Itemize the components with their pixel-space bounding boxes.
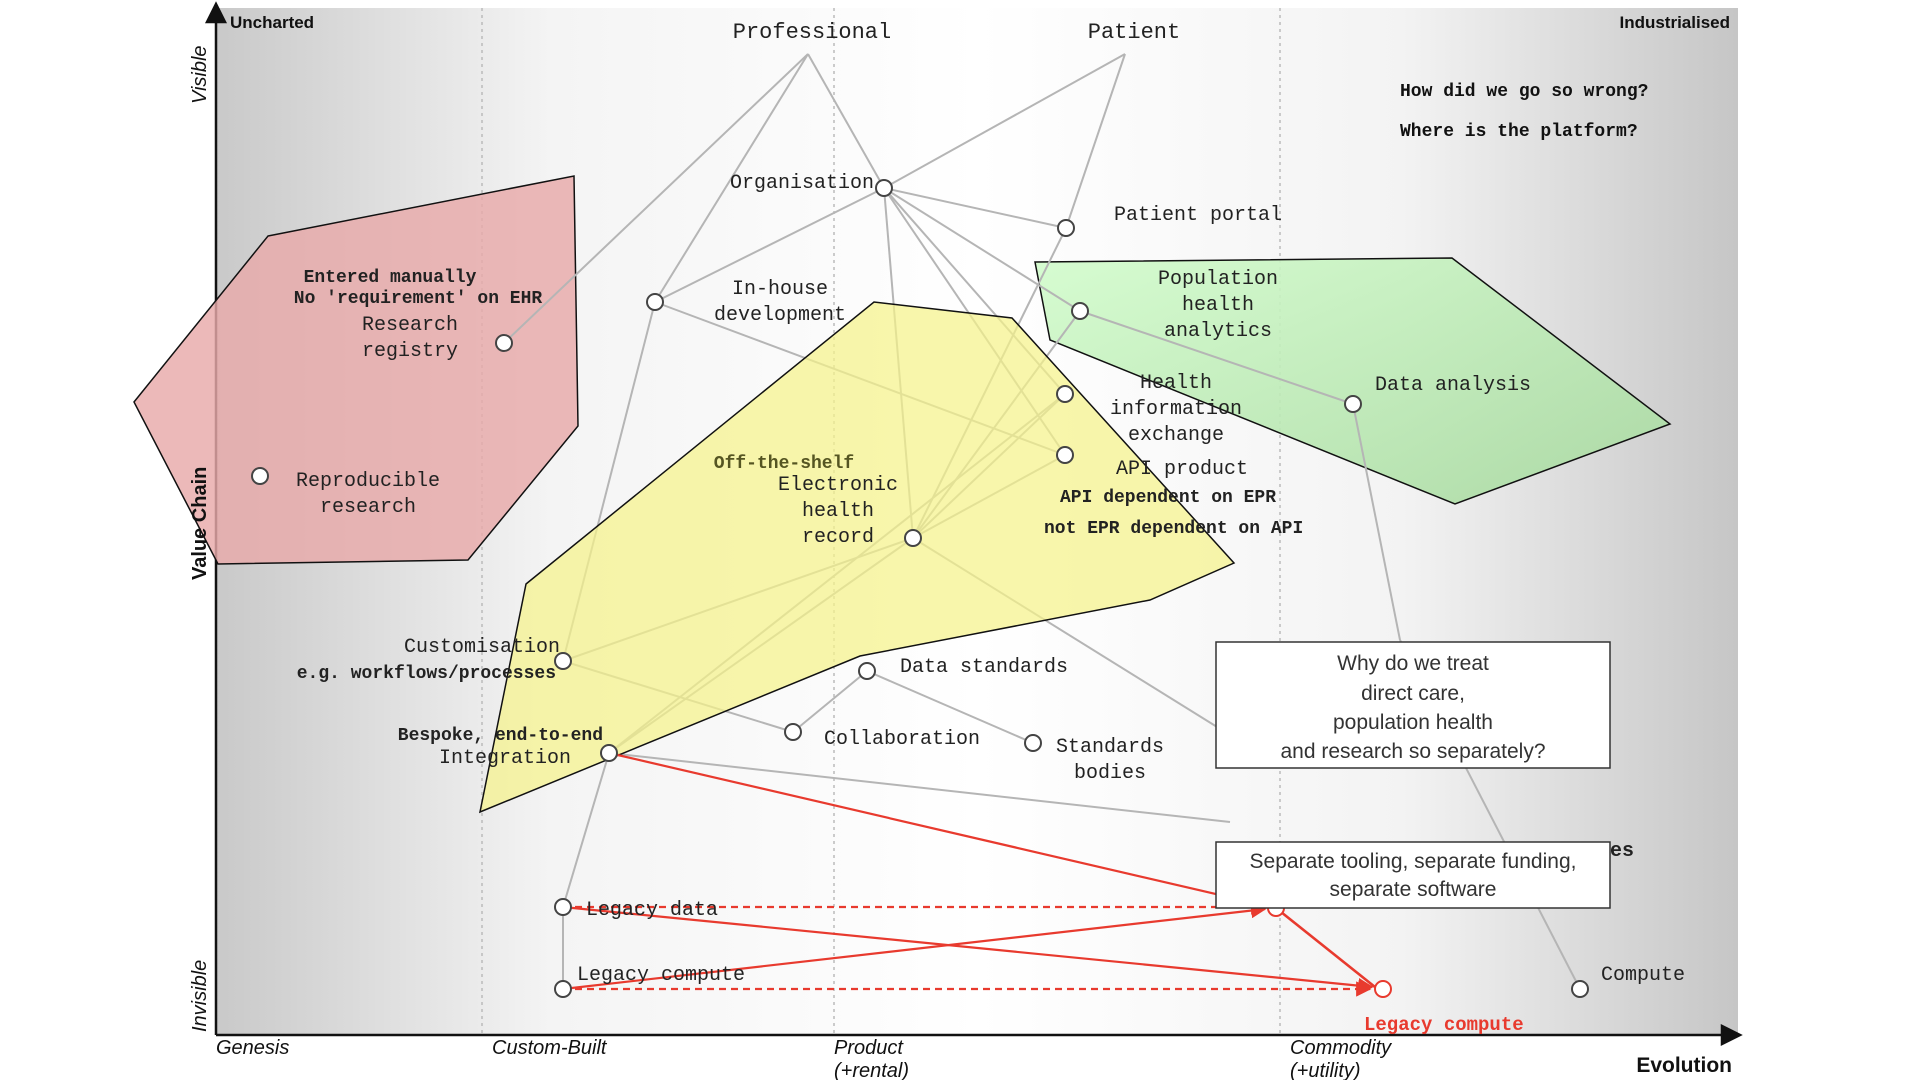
patient-label: Patient bbox=[1088, 20, 1180, 45]
node-data-analysis bbox=[1344, 395, 1362, 413]
product-rental-label: (+rental) bbox=[834, 1060, 909, 1080]
red-movements bbox=[562, 899, 1376, 997]
api-annotation-1: API dependent on EPR bbox=[1060, 488, 1276, 508]
api-annotation-2: not EPR dependent on API bbox=[1044, 519, 1303, 539]
node-legacy-compute-evolved bbox=[1374, 980, 1392, 998]
commodity-utility-label: (+utility) bbox=[1290, 1060, 1361, 1080]
red-link-bespoke bbox=[608, 751, 1277, 910]
collaboration-label: Collaboration bbox=[824, 728, 980, 751]
reproducible-label-1: Reproducible bbox=[296, 470, 440, 493]
yellow-annotation: Off-the-shelf bbox=[714, 454, 854, 474]
uncharted-label: Uncharted bbox=[230, 13, 314, 32]
node-patient-portal bbox=[1057, 219, 1075, 237]
hie-label-1: Health bbox=[1140, 372, 1212, 395]
customisation-label: Customisation bbox=[404, 636, 560, 659]
standards-bodies-label-1: Standards bbox=[1056, 736, 1164, 759]
node-legacy-compute bbox=[554, 980, 572, 998]
value-chain-label: Value Chain bbox=[189, 467, 211, 580]
node-organisation bbox=[875, 179, 893, 197]
partial-label: es bbox=[1610, 840, 1634, 863]
customisation-example-label: e.g. workflows/processes bbox=[297, 664, 556, 684]
node-compute bbox=[1571, 980, 1589, 998]
node-api-product bbox=[1056, 446, 1074, 464]
ehr-label-2: health bbox=[802, 500, 874, 523]
api-product-label: API product bbox=[1116, 458, 1248, 481]
note-separately-line-3: population health bbox=[1333, 711, 1493, 734]
inhouse-label-1: In-house bbox=[732, 278, 828, 301]
research-label-1: Research bbox=[362, 314, 458, 337]
population-label-2: health bbox=[1182, 294, 1254, 317]
red-annotation-2: No 'requirement' on EHR bbox=[294, 289, 543, 309]
research-label-2: registry bbox=[362, 340, 458, 363]
legacy-compute-evolved-label: Legacy compute bbox=[1364, 1014, 1524, 1036]
red-annotation-1: Entered manually bbox=[304, 268, 477, 288]
compute-label: Compute bbox=[1601, 964, 1685, 987]
legacy-data-label: Legacy data bbox=[586, 899, 718, 922]
node-research-registry bbox=[495, 334, 513, 352]
node-reproducible-research bbox=[251, 467, 269, 485]
bespoke-label-1: Bespoke, end-to-end bbox=[398, 726, 603, 746]
note-separately-line-4: and research so separately? bbox=[1281, 740, 1546, 763]
node-data-standards bbox=[858, 662, 876, 680]
node-inhouse-development bbox=[646, 293, 664, 311]
node-customisation bbox=[554, 652, 572, 670]
population-label-3: analytics bbox=[1164, 320, 1272, 343]
inhouse-label-2: development bbox=[714, 304, 846, 327]
evolution-label: Evolution bbox=[1636, 1054, 1732, 1077]
node-hie bbox=[1056, 385, 1074, 403]
population-health-area bbox=[1034, 257, 1672, 505]
note-tooling: Separate tooling, separate funding, sepa… bbox=[1215, 841, 1611, 909]
population-label-1: Population bbox=[1158, 268, 1278, 291]
data-standards-label: Data standards bbox=[900, 656, 1068, 679]
question-wrong: How did we go so wrong? bbox=[1400, 82, 1648, 102]
node-standards-bodies bbox=[1024, 734, 1042, 752]
ehr-label-3: record bbox=[802, 526, 874, 549]
data-analysis-label: Data analysis bbox=[1375, 374, 1531, 397]
standards-bodies-label-2: bodies bbox=[1074, 762, 1146, 785]
commodity-label: Commodity bbox=[1290, 1037, 1392, 1059]
component-nodes bbox=[251, 179, 1589, 998]
hie-label-2: information bbox=[1110, 398, 1242, 421]
note-separately-line-2: direct care, bbox=[1361, 682, 1465, 705]
invisible-label: Invisible bbox=[189, 960, 211, 1032]
node-ehr bbox=[904, 529, 922, 547]
ehr-area bbox=[478, 301, 1236, 814]
node-collaboration bbox=[784, 723, 802, 741]
ehr-label-1: Electronic bbox=[778, 474, 898, 497]
node-bespoke-integration bbox=[600, 744, 618, 762]
genesis-label: Genesis bbox=[216, 1037, 289, 1059]
product-label: Product bbox=[834, 1037, 904, 1059]
hie-label-3: exchange bbox=[1128, 424, 1224, 447]
note-separately-line-1: Why do we treat bbox=[1337, 652, 1489, 675]
reproducible-label-2: research bbox=[320, 496, 416, 519]
node-legacy-data bbox=[554, 898, 572, 916]
custom-built-label: Custom-Built bbox=[492, 1037, 608, 1059]
organisation-label: Organisation bbox=[730, 172, 874, 195]
note-tooling-line-2: separate software bbox=[1330, 878, 1497, 901]
research-area bbox=[133, 175, 579, 565]
question-platform: Where is the platform? bbox=[1400, 122, 1638, 142]
note-tooling-line-1: Separate tooling, separate funding, bbox=[1250, 850, 1577, 873]
legacy-compute-label: Legacy compute bbox=[577, 964, 745, 987]
node-population-health bbox=[1071, 302, 1089, 320]
visible-label: Visible bbox=[189, 45, 211, 104]
professional-label: Professional bbox=[733, 20, 891, 45]
patient-portal-label: Patient portal bbox=[1114, 204, 1282, 227]
note-separately: Why do we treat direct care, population … bbox=[1215, 641, 1611, 769]
industrialised-label: Industrialised bbox=[1619, 13, 1730, 32]
bespoke-label-2: Integration bbox=[439, 747, 571, 770]
